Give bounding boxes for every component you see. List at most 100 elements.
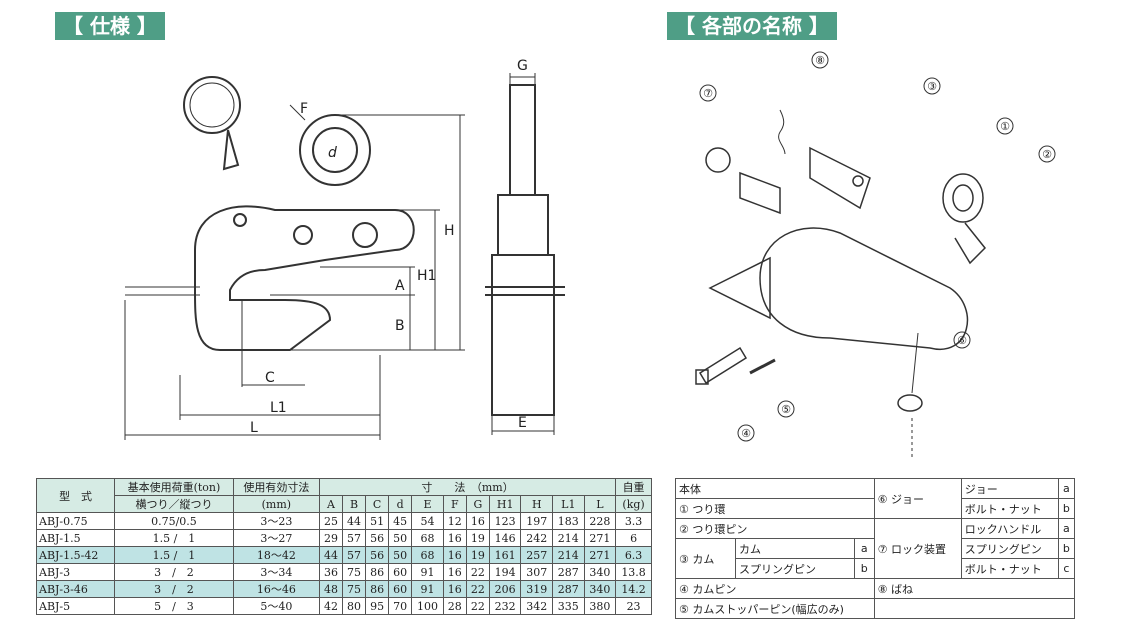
part-7-name: ⑦ ロック装置 — [873, 518, 962, 579]
part-6a: ジョー — [960, 478, 1059, 499]
dim-cell: 48 — [318, 580, 344, 598]
dim-cell: 50 — [388, 529, 413, 547]
part-6b-code: b — [1057, 498, 1076, 519]
spec-header: 【 仕様 】 — [55, 12, 165, 40]
dim-cell: 183 — [552, 512, 585, 530]
part-3b: スプリングピン — [734, 558, 855, 579]
dim-cell: 45 — [388, 512, 413, 530]
part-5: ⑤ カムストッパーピン(幅広のみ) — [675, 598, 875, 619]
dim-cell: 44 — [318, 546, 344, 564]
dim-cell: 287 — [552, 563, 585, 581]
part-6a-code: a — [1057, 478, 1076, 499]
dim-cell: 335 — [552, 597, 585, 615]
dim-cell: 86 — [365, 580, 390, 598]
label-d: d — [328, 145, 337, 161]
col-range-subheader: (mm) — [232, 495, 320, 513]
dim-col-c: C — [365, 495, 390, 513]
callout-3: ③ — [927, 80, 937, 93]
dim-cell: 68 — [411, 529, 444, 547]
dim-cell: 16 — [442, 580, 467, 598]
dim-cell: 57 — [342, 546, 367, 564]
dim-cell: 340 — [583, 563, 617, 581]
dim-cell: 16 — [442, 563, 467, 581]
model-cell: ABJ-1.5 — [35, 529, 116, 547]
part-empty — [873, 598, 1076, 619]
load-cell: 0.75/0.5 — [114, 512, 234, 530]
dim-cell: 68 — [411, 546, 444, 564]
callout-5: ⑤ — [781, 403, 791, 416]
range-cell: 3～27 — [232, 529, 320, 547]
dimension-drawing: F d G H H1 A B C L1 L E — [124, 58, 565, 440]
range-cell: 16～46 — [232, 580, 320, 598]
callout-2: ② — [1042, 148, 1052, 161]
dim-cell: 54 — [411, 512, 444, 530]
dim-cell: 36 — [318, 563, 344, 581]
label-f: F — [300, 101, 308, 117]
dim-cell: 271 — [583, 529, 617, 547]
parts-table: 本体 ⑥ ジョー ジョー a ① つり環 ボルト・ナット b ② つり環ピン ⑦… — [675, 478, 1076, 619]
load-cell: 3 / 2 — [114, 563, 234, 581]
dim-cell: 232 — [488, 597, 522, 615]
dim-cell: 380 — [583, 597, 617, 615]
parts-header: 【 各部の名称 】 — [667, 12, 837, 40]
dim-cell: 16 — [442, 529, 467, 547]
dim-cell: 340 — [583, 580, 617, 598]
dim-col-d: d — [388, 495, 413, 513]
callout-8: ⑧ — [815, 54, 825, 67]
dim-cell: 57 — [342, 529, 367, 547]
dim-cell: 25 — [318, 512, 344, 530]
dim-cell: 56 — [365, 529, 390, 547]
part-7a: ロックハンドル — [960, 518, 1059, 539]
dim-cell: 70 — [388, 597, 413, 615]
dim-cell: 75 — [342, 580, 367, 598]
dim-cell: 22 — [465, 563, 490, 581]
label-c: C — [265, 370, 275, 386]
part-3a-code: a — [853, 538, 875, 559]
label-l1: L1 — [270, 400, 287, 416]
col-load-subheader: 横つり／縦つり — [114, 495, 234, 513]
dim-cell: 22 — [465, 597, 490, 615]
dim-cell: 51 — [365, 512, 390, 530]
range-cell: 18～42 — [232, 546, 320, 564]
part-6b: ボルト・ナット — [960, 498, 1059, 519]
dim-cell: 242 — [520, 529, 554, 547]
dim-cell: 194 — [488, 563, 522, 581]
label-b: B — [395, 318, 405, 334]
label-g: G — [517, 58, 528, 74]
dim-cell: 56 — [365, 546, 390, 564]
part-1: ① つり環 — [675, 498, 875, 519]
dim-cell: 342 — [520, 597, 554, 615]
dim-cell: 287 — [552, 580, 585, 598]
dim-cell: 12 — [442, 512, 467, 530]
weight-cell: 3.3 — [615, 512, 652, 530]
dim-col-a: A — [318, 495, 344, 513]
dim-cell: 75 — [342, 563, 367, 581]
weight-cell: 6 — [615, 529, 652, 547]
label-h1: H1 — [417, 268, 436, 284]
dim-col-g: G — [465, 495, 490, 513]
dim-cell: 44 — [342, 512, 367, 530]
label-l: L — [250, 420, 258, 436]
dim-cell: 161 — [488, 546, 522, 564]
part-6-name: ⑥ ジョー — [873, 478, 962, 519]
model-cell: ABJ-3-46 — [35, 580, 116, 598]
callout-7: ⑦ — [703, 87, 713, 100]
part-8: ⑧ ばね — [873, 578, 1076, 599]
col-model-header: 型 式 — [35, 478, 116, 513]
dim-col-b: B — [342, 495, 367, 513]
dim-cell: 60 — [388, 563, 413, 581]
load-cell: 1.5 / 1 — [114, 529, 234, 547]
part-body: 本体 — [675, 478, 875, 499]
model-cell: ABJ-1.5-42 — [35, 546, 116, 564]
dim-cell: 80 — [342, 597, 367, 615]
callout-1: ① — [1000, 120, 1010, 133]
range-cell: 3～23 — [232, 512, 320, 530]
dim-cell: 19 — [465, 546, 490, 564]
dim-cell: 28 — [442, 597, 467, 615]
part-7c: ボルト・ナット — [960, 558, 1059, 579]
